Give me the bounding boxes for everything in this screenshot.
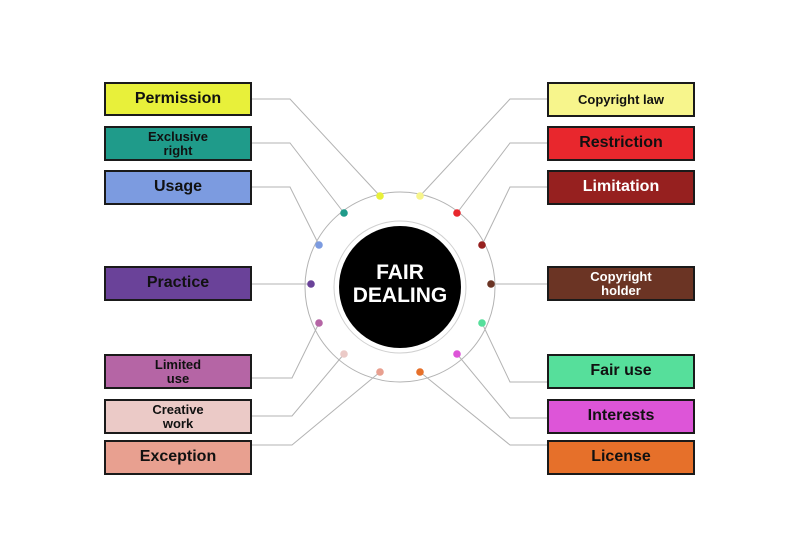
box-exclusive-right: Exclusive right — [104, 126, 252, 161]
connector-line-fair-use — [481, 322, 547, 383]
box-interests-label: Interests — [587, 407, 655, 425]
connector-dot-exclusive-right — [340, 209, 348, 217]
connector-line-creative-work — [252, 353, 345, 417]
box-limitation: Limitation — [547, 170, 695, 205]
box-copyright-law-label: Copyright law — [578, 91, 664, 107]
box-copyright-holder-label: Copyright holder — [590, 268, 652, 298]
connector-dot-permission — [376, 192, 384, 200]
box-exception-label: Exception — [139, 448, 217, 466]
connector-dot-restriction — [453, 209, 461, 217]
box-creative-work: Creative work — [104, 399, 252, 434]
box-practice-label: Practice — [146, 274, 210, 292]
connector-line-permission — [252, 98, 381, 197]
box-exception: Exception — [104, 440, 252, 475]
center-title: FAIR DEALING — [338, 227, 462, 343]
connector-dot-exception — [376, 368, 384, 376]
connector-line-limitation — [481, 186, 547, 246]
connector-dot-usage — [315, 241, 323, 249]
connector-dot-limited-use — [315, 319, 323, 327]
box-limitation-label: Limitation — [582, 178, 660, 196]
box-creative-work-label: Creative work — [152, 401, 204, 431]
connector-line-exception — [252, 371, 381, 446]
connector-dot-copyright-holder — [487, 280, 495, 288]
box-interests: Interests — [547, 399, 695, 434]
connector-dots — [307, 192, 495, 376]
box-fair-use: Fair use — [547, 354, 695, 389]
connector-line-copyright-law — [419, 98, 547, 197]
box-license: License — [547, 440, 695, 475]
center-circle — [339, 226, 461, 348]
connector-line-license — [419, 371, 547, 446]
connector-line-limited-use — [252, 322, 320, 379]
outer-ring — [304, 191, 496, 383]
box-permission-label: Permission — [134, 89, 222, 107]
box-restriction-label: Restriction — [579, 134, 663, 152]
box-practice: Practice — [104, 266, 252, 301]
box-limited-use-label: Limited use — [154, 356, 202, 386]
connector-dot-practice — [307, 280, 315, 288]
inner-ring — [333, 220, 467, 354]
box-exclusive-right-label: Exclusive right — [148, 128, 208, 158]
box-usage: Usage — [104, 170, 252, 205]
connector-line-restriction — [456, 142, 547, 214]
box-fair-use-label: Fair use — [590, 362, 652, 380]
center-title-line2: DEALING — [352, 284, 448, 307]
box-license-label: License — [591, 448, 651, 466]
connector-dot-creative-work — [340, 350, 348, 358]
connector-line-interests — [456, 353, 547, 419]
connector-dot-interests — [453, 350, 461, 358]
connector-dot-license — [416, 368, 424, 376]
center-title-line1: FAIR — [376, 261, 424, 285]
connector-dot-fair-use — [478, 319, 486, 327]
connector-line-exclusive-right — [252, 142, 345, 214]
connector-dot-copyright-law — [416, 192, 424, 200]
box-restriction: Restriction — [547, 126, 695, 161]
box-usage-label: Usage — [153, 178, 203, 196]
connector-dot-limitation — [478, 241, 486, 249]
box-copyright-holder: Copyright holder — [547, 266, 695, 301]
box-copyright-law: Copyright law — [547, 82, 695, 117]
connector-lines — [252, 98, 547, 446]
connector-line-usage — [252, 186, 320, 246]
box-permission: Permission — [104, 82, 252, 116]
box-limited-use: Limited use — [104, 354, 252, 389]
